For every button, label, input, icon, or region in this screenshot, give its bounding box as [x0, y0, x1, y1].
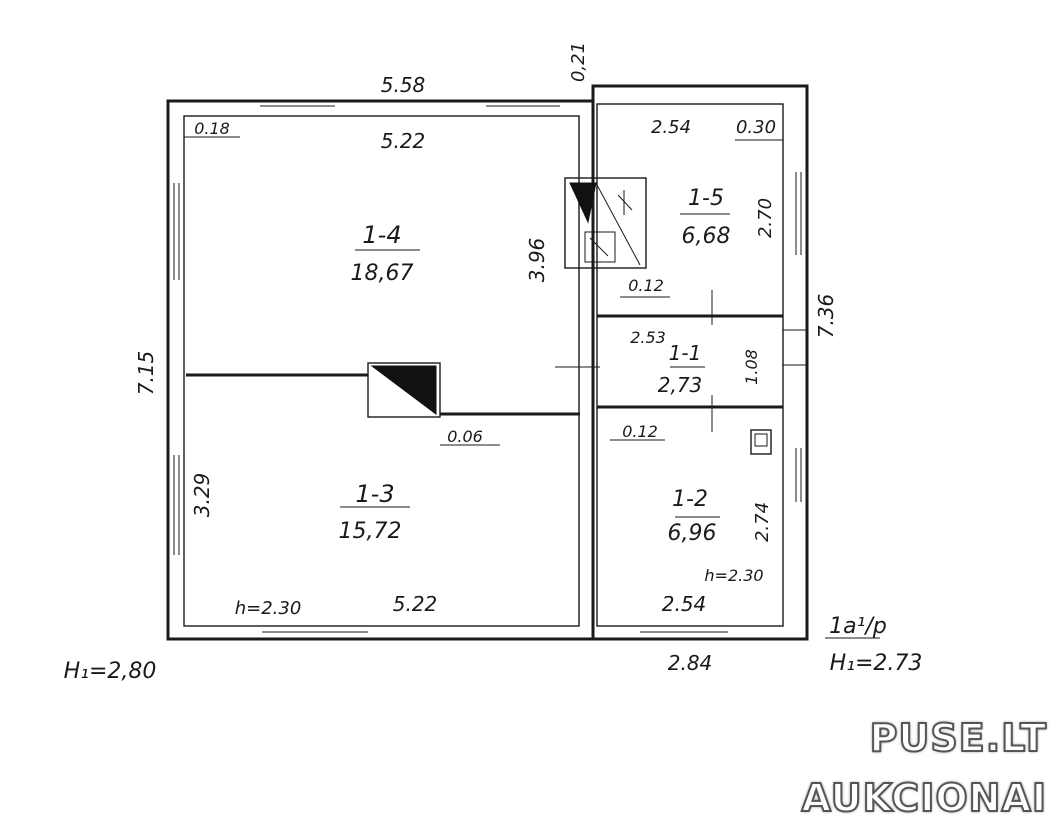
- room-1-3-id: 1-3: [355, 480, 394, 508]
- room-1-4-area: 18,67: [351, 261, 414, 286]
- room-1-5-id: 1-5: [688, 186, 724, 211]
- dim-bottom-outer-right: 2.84: [668, 651, 713, 675]
- dim-top-inner: 5.22: [381, 129, 426, 153]
- dim-left-outer: 7.15: [134, 351, 158, 396]
- inner-wall-left-block: [183, 115, 580, 627]
- boiler-mark: [750, 429, 772, 455]
- dim-corridor-height: 1.08: [742, 349, 761, 385]
- h1-right: H₁=2.73: [830, 651, 923, 676]
- height-left-room: h=2.30: [235, 598, 302, 619]
- room-1-1-id: 1-1: [669, 341, 702, 365]
- dim-0-06: 0.06: [447, 427, 483, 446]
- center-stove-block: [367, 362, 441, 418]
- watermark-line-2: AUKCIONAI: [800, 775, 1047, 821]
- watermark-line-1: PUSE.LT: [869, 715, 1047, 761]
- dim-offset-0-18: 0.18: [194, 119, 230, 138]
- dim-height-1-3: 3.29: [190, 473, 214, 518]
- dim-0-12-a: 0.12: [628, 276, 664, 295]
- dim-right-outer: 7.36: [814, 294, 838, 339]
- h1-left: H₁=2,80: [64, 659, 157, 684]
- dim-right-bottom-width: 2.54: [662, 592, 707, 616]
- dim-right-bottom-height: 2.74: [752, 502, 773, 542]
- room-1-2-id: 1-2: [672, 487, 708, 512]
- plan-code: 1a¹/p: [829, 614, 887, 639]
- dim-0-21: 0,21: [568, 42, 589, 82]
- dim-bottom-inner: 5.22: [393, 592, 438, 616]
- height-right-room: h=2.30: [704, 566, 763, 585]
- dim-right-top-offset: 0.30: [736, 117, 776, 138]
- dim-top-outer: 5.58: [381, 73, 426, 97]
- dim-corridor-width: 2.53: [630, 328, 666, 347]
- stove-block: [564, 177, 647, 269]
- dim-right-top-height: 2.70: [755, 198, 776, 238]
- room-1-2-area: 6,96: [668, 521, 717, 546]
- room-1-4-id: 1-4: [362, 221, 401, 249]
- stove-fill: [569, 182, 597, 224]
- room-1-1-area: 2,73: [658, 373, 703, 397]
- room-1-5-area: 6,68: [682, 224, 731, 249]
- dim-0-12-b: 0.12: [622, 422, 658, 441]
- outer-wall-right-block: [591, 84, 809, 641]
- center-stove-fill: [370, 365, 437, 415]
- dim-height-1-4: 3.96: [525, 238, 549, 283]
- room-1-3-area: 15,72: [339, 519, 402, 544]
- dim-right-top-width: 2.54: [651, 117, 691, 138]
